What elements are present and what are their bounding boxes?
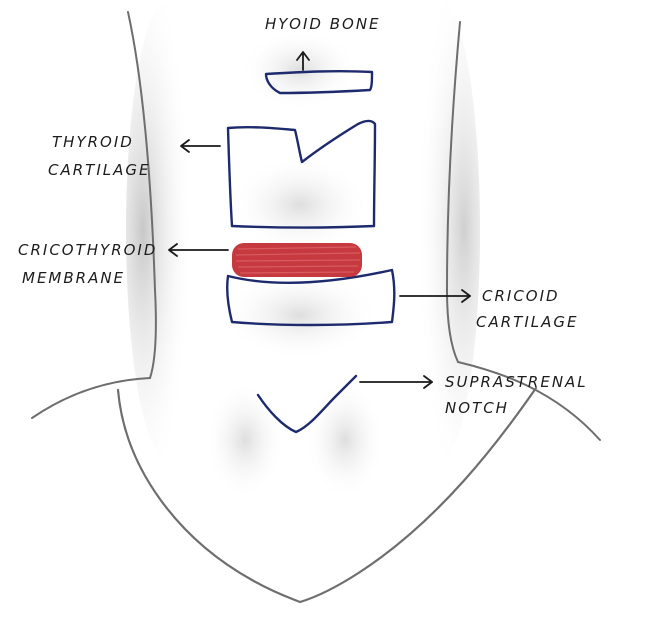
label-cricothyroid-line-2: MEMBRANE [22,266,125,290]
label-cricothyroid-line-1: CRICOTHYROID [18,238,157,262]
label-thyroid-line-2: CARTILAGE [48,158,150,182]
label-hyoid-bone: HYOID BONE [265,12,381,36]
label-notch-line-2: NOTCH [445,396,509,420]
label-notch-line-1: SUPRASTRENAL [445,370,588,394]
label-thyroid-line-1: THYROID [52,130,134,154]
cricothyroid-membrane-shape [232,243,362,277]
left-shoulder-line [32,378,150,418]
label-cricoid-line-1: CRICOID [482,284,560,308]
label-cricoid-line-2: CARTILAGE [476,310,578,334]
